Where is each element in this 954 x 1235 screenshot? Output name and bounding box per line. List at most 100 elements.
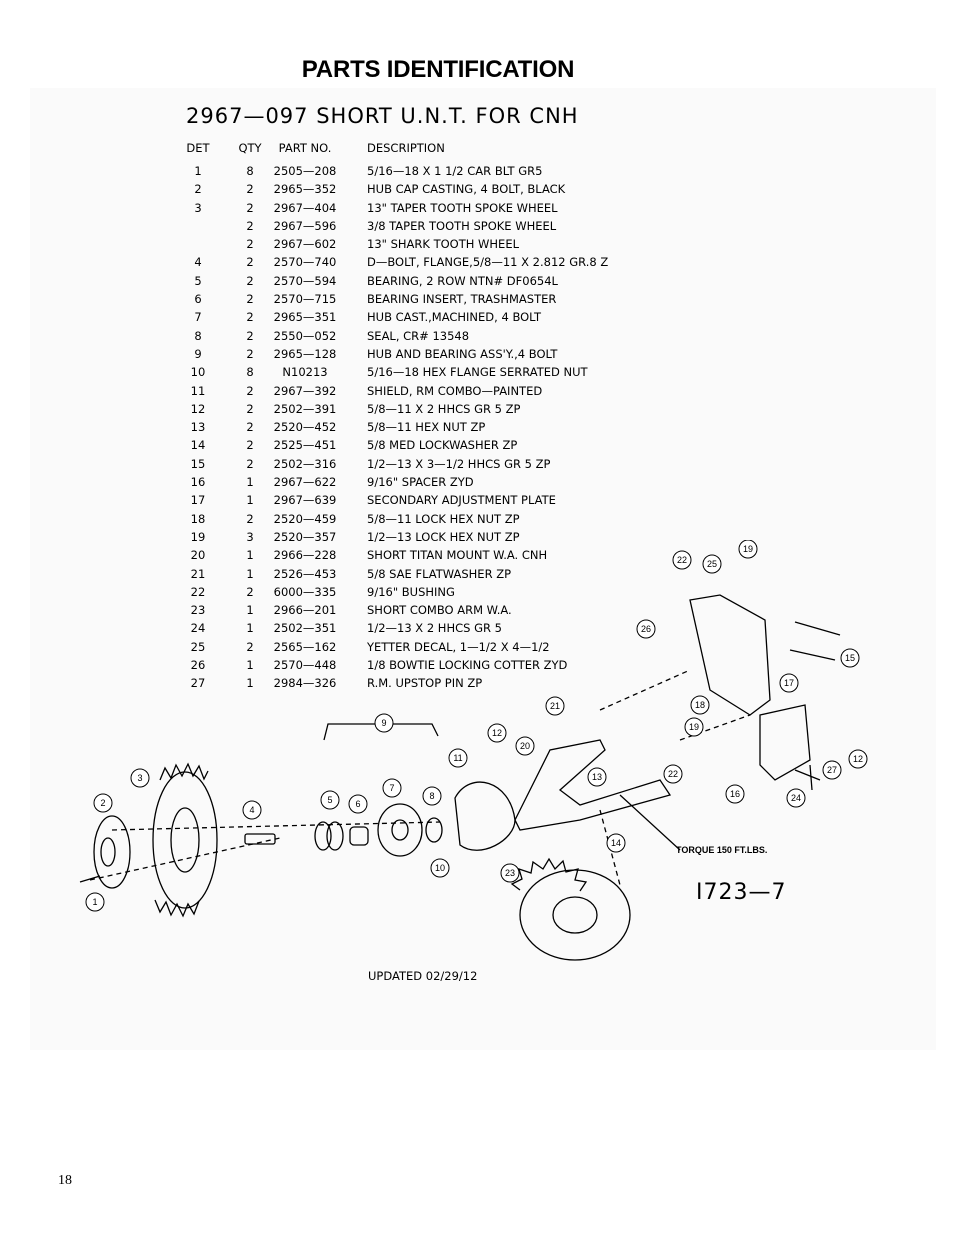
det-cell: 9	[194, 346, 202, 361]
part-no-cell: 2570—715	[273, 292, 337, 307]
det-cell: 20	[190, 548, 206, 563]
det-cell: 27	[190, 676, 206, 691]
callout-label: 4	[249, 805, 254, 815]
callout-circle	[374, 713, 394, 733]
callout-label: 20	[520, 741, 530, 751]
shark-tooth-wheel	[510, 857, 631, 961]
callout-circle	[738, 540, 758, 559]
callout-circle	[672, 550, 692, 570]
qty-cell: 2	[246, 383, 254, 398]
callout-circle	[690, 695, 710, 715]
part-no-cell: 2967—404	[273, 200, 337, 215]
callout-label: 12	[492, 728, 502, 738]
callout-label: 9	[381, 718, 386, 728]
det-cell: 1	[194, 164, 202, 178]
qty-cell: 8	[246, 164, 254, 178]
callout-circle	[786, 788, 806, 808]
description-cell: R.M. UPSTOP PIN ZP	[367, 676, 483, 691]
description-cell: 13" SHARK TOOTH WHEEL	[367, 237, 519, 252]
description-cell: HUB CAST.,MACHINED, 4 BOLT	[367, 310, 542, 325]
callout-label: 15	[845, 653, 855, 663]
det-cell: 14	[190, 438, 206, 453]
callout-label: 22	[677, 555, 687, 565]
part-no-cell: 2966—228	[273, 548, 337, 563]
qty-cell: 2	[246, 639, 254, 654]
qty-cell: 2	[246, 420, 254, 435]
callout-label: 17	[784, 678, 794, 688]
qty-cell: 2	[246, 237, 254, 252]
qty-cell: 2	[246, 200, 254, 215]
bearing-insert	[349, 826, 369, 846]
callout-circle	[85, 892, 105, 912]
callout-circle	[130, 768, 150, 788]
description-cell: D—BOLT, FLANGE,5/8—11 X 2.812 GR.8 Z	[367, 255, 609, 270]
callout-circle	[422, 786, 442, 806]
description-cell: 13" TAPER TOOTH SPOKE WHEEL	[367, 200, 558, 215]
qty-cell: 2	[246, 401, 254, 416]
qty-cell: 1	[246, 658, 254, 673]
det-cell: 22	[190, 584, 206, 599]
det-cell: 23	[190, 603, 206, 618]
callout-circle	[848, 749, 868, 769]
part-no-cell: 2502—391	[273, 401, 337, 416]
description-cell: SHORT TITAN MOUNT W.A. CNH	[367, 548, 548, 563]
callout-circle	[636, 619, 656, 639]
page-number: 18	[58, 1173, 72, 1188]
qty-cell: 2	[246, 511, 254, 526]
det-cell: 3	[194, 200, 202, 215]
part-no-cell: 2505—208	[273, 164, 337, 178]
callout-circle	[320, 790, 340, 810]
callout-circle	[684, 717, 704, 737]
part-no-cell: 2550—052	[273, 328, 337, 343]
callout-circle	[545, 696, 565, 716]
det-cell: 25	[190, 639, 206, 654]
det-cell: 5	[194, 273, 202, 288]
part-no-cell: 2967—602	[273, 237, 337, 252]
part-no-cell: N10213	[282, 365, 328, 380]
part-no-cell: 2565—162	[273, 639, 337, 654]
callout-circle	[242, 800, 262, 820]
part-no-cell: 2965—128	[273, 346, 337, 361]
drawing-number: I723—7	[696, 880, 787, 905]
part-no-cell: 2526—453	[273, 566, 337, 581]
carriage-bolt	[79, 875, 101, 883]
drawing-sheet	[30, 88, 936, 1050]
callout-label: 27	[827, 765, 837, 775]
qty-cell: 1	[246, 676, 254, 691]
callout-label: 21	[550, 701, 560, 711]
callout-circle	[487, 723, 507, 743]
det-cell: 8	[194, 328, 202, 343]
qty-cell: 1	[246, 566, 254, 581]
description-cell: 5/8—11 X 2 HHCS GR 5 ZP	[367, 401, 521, 416]
det-cell: 6	[194, 292, 202, 307]
qty-cell: 2	[246, 273, 254, 288]
part-no-cell: 2967—639	[273, 493, 337, 508]
callout-label: 13	[592, 772, 602, 782]
callout-label: 3	[137, 773, 142, 783]
det-cell: 21	[190, 566, 206, 581]
assembly-guide-lines	[89, 669, 751, 886]
part-no-cell: 2570—594	[273, 273, 337, 288]
callout-label: 7	[389, 783, 394, 793]
titan-mount	[689, 594, 771, 716]
part-no-cell: 6000—335	[273, 584, 337, 599]
callout-circle	[663, 764, 683, 784]
callout-circle	[587, 767, 607, 787]
callout-label: 23	[505, 868, 515, 878]
part-no-cell: 2984—326	[273, 676, 337, 691]
callout-circle	[702, 554, 722, 574]
description-cell: 3/8 TAPER TOOTH SPOKE WHEEL	[367, 218, 557, 233]
part-no-cell: 2967—622	[273, 475, 337, 490]
description-cell: SECONDARY ADJUSTMENT PLATE	[367, 493, 556, 508]
description-cell: HUB CAP CASTING, 4 BOLT, BLACK	[367, 182, 566, 197]
description-cell: 5/16—18 X 1 1/2 CAR BLT GR5	[367, 164, 543, 178]
sheet-title: 2967—097 SHORT U.N.T. FOR CNH	[186, 104, 579, 128]
hhcs-bolt-lower	[789, 649, 836, 661]
det-cell: 24	[190, 621, 206, 636]
upstop-pin	[794, 764, 821, 791]
description-cell: 1/2—13 X 2 HHCS GR 5	[367, 621, 502, 636]
qty-cell: 2	[246, 182, 254, 197]
callout-label: 24	[791, 793, 801, 803]
description-cell: 1/2—13 X 3—1/2 HHCS GR 5 ZP	[367, 456, 551, 471]
